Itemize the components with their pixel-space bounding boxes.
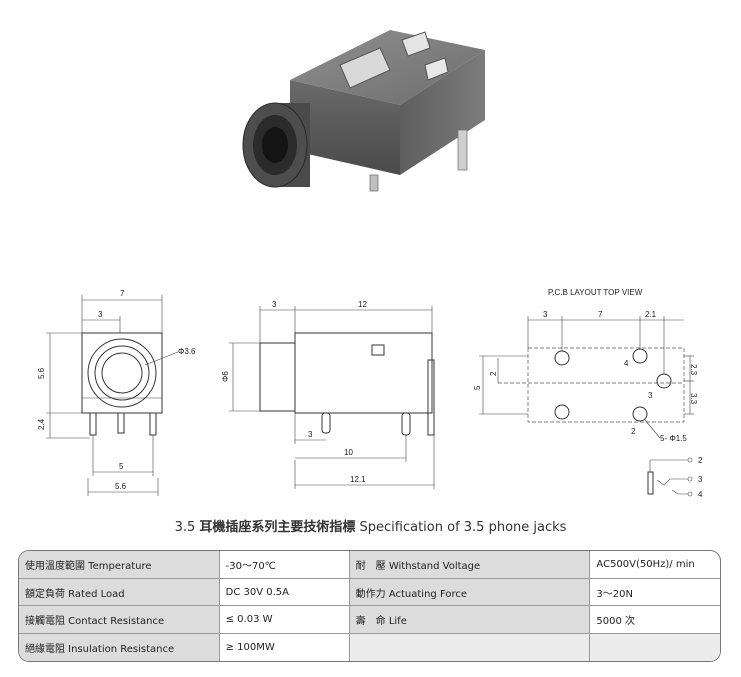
front-width-label: 7 bbox=[120, 289, 125, 298]
pcb-dim-3: 3 bbox=[543, 310, 548, 319]
spec-label: 動作力 Actuating Force bbox=[349, 578, 591, 607]
spec-title: 3.5 耳機插座系列主要技術指標 Specification of 3.5 ph… bbox=[0, 516, 741, 535]
pcb-dim-2: 2 bbox=[489, 371, 498, 376]
front-pin-length-label: 2.4 bbox=[37, 418, 46, 430]
pcb-pin-3: 3 bbox=[648, 391, 653, 400]
spec-value: 3～20N bbox=[589, 578, 720, 607]
side-view-drawing: 3 12 Φ6 3 10 12.1 bbox=[221, 300, 435, 489]
side-pin-offset-label: 3 bbox=[308, 430, 313, 439]
schematic-pin-2: 2 bbox=[698, 456, 703, 465]
side-length-label: 12 bbox=[358, 300, 367, 309]
spec-value: ≤ 0.03 W bbox=[219, 605, 350, 635]
front-base-width-label: 5.6 bbox=[115, 482, 127, 491]
spec-row: 絕緣電阻 Insulation Resistance≥ 100MW bbox=[19, 633, 720, 661]
pcb-pin-2: 2 bbox=[631, 427, 636, 436]
schematic-pin-3: 3 bbox=[698, 475, 703, 484]
spec-label: 額定負荷 Rated Load bbox=[19, 578, 220, 607]
pcb-dim-33: 3.3 bbox=[689, 393, 698, 405]
spec-label: 耐 壓 Withstand Voltage bbox=[349, 551, 591, 579]
pcb-layout-drawing: P.C.B LAYOUT TOP VIEW 4 3 2 3 7 2.1 5 2 … bbox=[473, 288, 698, 443]
front-inner-width-label: 3 bbox=[98, 310, 103, 319]
front-view-drawing: 7 3 Φ3.6 5.6 2.4 5 5.6 bbox=[37, 289, 196, 496]
spec-title-en: Specification of 3.5 phone jacks bbox=[355, 520, 567, 535]
spec-value: 5000 次 bbox=[589, 605, 720, 635]
spec-label: 壽 命 Life bbox=[349, 605, 591, 635]
front-height-label: 5.6 bbox=[37, 367, 46, 379]
pcb-dim-7: 7 bbox=[598, 310, 603, 319]
product-photo bbox=[242, 30, 485, 192]
spec-value: AC500V(50Hz)/ min bbox=[589, 551, 720, 579]
spec-label: 接觸電阻 Contact Resistance bbox=[19, 605, 220, 635]
spec-label bbox=[349, 633, 591, 661]
pcb-pin-4: 4 bbox=[624, 359, 629, 368]
spec-value: ≥ 100MW bbox=[219, 633, 350, 661]
spec-value: -30～70℃ bbox=[219, 551, 350, 579]
pcb-title: P.C.B LAYOUT TOP VIEW bbox=[548, 288, 643, 297]
pcb-dim-5: 5 bbox=[473, 385, 482, 390]
side-pin-span-label: 10 bbox=[344, 448, 353, 457]
schematic-drawing: 2 3 4 bbox=[647, 456, 703, 499]
front-pin-pitch-label: 5 bbox=[119, 462, 124, 471]
spec-title-prefix: 3.5 bbox=[174, 520, 200, 535]
schematic-pin-4: 4 bbox=[698, 490, 703, 499]
spec-value: DC 30V 0.5A bbox=[219, 578, 350, 607]
pcb-holes-label: 5- Φ1.5 bbox=[660, 434, 687, 443]
side-front-label: 3 bbox=[272, 300, 277, 309]
spec-label: 使用溫度範圍 Temperature bbox=[19, 551, 220, 579]
pcb-dim-21: 2.1 bbox=[645, 310, 657, 319]
spec-title-zh: 耳機插座系列主要技術指標 bbox=[199, 520, 356, 535]
front-diameter-label: Φ3.6 bbox=[178, 347, 196, 356]
pcb-dim-23: 2.3 bbox=[689, 364, 698, 376]
spec-value bbox=[589, 633, 720, 661]
technical-drawings: 7 3 Φ3.6 5.6 2.4 5 5.6 3 12 bbox=[37, 288, 703, 499]
spec-label: 絕緣電阻 Insulation Resistance bbox=[19, 633, 220, 661]
side-total-label: 12.1 bbox=[350, 475, 366, 484]
side-diameter-label: Φ6 bbox=[221, 371, 230, 382]
